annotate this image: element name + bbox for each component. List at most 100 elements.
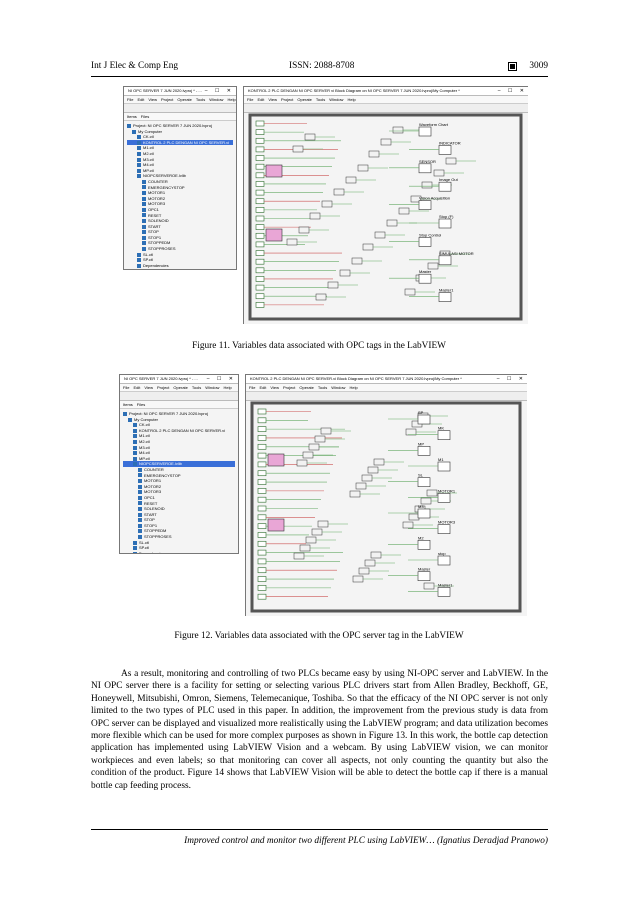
tree-item[interactable]: M3.ctl (123, 445, 235, 451)
tab-items[interactable]: Items (123, 402, 133, 407)
tree-item[interactable]: MP.ctl (123, 456, 235, 462)
tree-item[interactable]: My Computer (123, 417, 235, 423)
tree-item[interactable]: Dependencies (123, 551, 235, 553)
tree-item[interactable]: STOP (127, 229, 233, 235)
window-controls-icon[interactable]: – ☐ ✕ (206, 376, 236, 382)
tree-item[interactable]: KONTROL 2 PLC DENGAN NI OPC SERVER.vi (123, 428, 235, 434)
tree-item[interactable]: OPC1 (123, 495, 235, 501)
menu-operate[interactable]: Operate (299, 385, 314, 390)
menu-window[interactable]: Window (329, 97, 344, 102)
tree-item[interactable]: MOTOR2 (123, 484, 235, 490)
tree-item[interactable]: START (123, 512, 235, 518)
tree-item[interactable]: M4.ctl (127, 162, 233, 168)
tree-item[interactable]: Dependencies (127, 263, 233, 269)
tree-item[interactable]: M3.ctl (127, 157, 233, 163)
tree-item[interactable]: STOP1 (123, 523, 235, 529)
tree-item[interactable]: OPC1 (127, 207, 233, 213)
terminal-block (257, 408, 267, 415)
menu-project[interactable]: Project (160, 97, 174, 102)
tab-items[interactable]: Items (127, 114, 137, 119)
menu-file[interactable]: File (249, 385, 256, 390)
menu-edit[interactable]: Edit (133, 385, 141, 390)
menu-view[interactable]: View (268, 97, 277, 102)
tree-item[interactable]: RESET (123, 501, 235, 507)
menu-project[interactable]: Project (156, 385, 170, 390)
tree-item[interactable]: My Computer (127, 129, 233, 135)
tree-item[interactable]: NIOPCSERVEROE.lvlib (123, 461, 235, 467)
menu-project[interactable]: Project (280, 97, 294, 102)
menu-tools[interactable]: Tools (191, 385, 202, 390)
tree-item[interactable]: STOPPEDM (123, 528, 235, 534)
window-controls-icon[interactable]: – ☐ ✕ (204, 88, 234, 94)
tree-item[interactable]: MOTOR3 (127, 201, 233, 207)
tree-item[interactable]: MOTOR3 (123, 489, 235, 495)
menu-operate[interactable]: Operate (177, 97, 192, 102)
tree-item[interactable]: M2.ctl (127, 151, 233, 157)
menu-view[interactable]: View (144, 385, 153, 390)
menu-tools[interactable]: Tools (317, 385, 328, 390)
menu-view[interactable]: View (148, 97, 157, 102)
tree-item[interactable]: CK.ctl (127, 134, 233, 140)
menu-edit[interactable]: Edit (257, 97, 265, 102)
tree-item[interactable]: M4.ctl (123, 450, 235, 456)
tree-item[interactable]: MP.ctl (127, 168, 233, 174)
tree-item[interactable]: SOLENOID (123, 506, 235, 512)
tree-item[interactable]: RESET (127, 213, 233, 219)
menu-edit[interactable]: Edit (137, 97, 145, 102)
menu-file[interactable]: File (127, 97, 134, 102)
menu-help[interactable]: Help (223, 385, 232, 390)
tree-item[interactable]: SOLENOID (127, 218, 233, 224)
tree-item[interactable]: STOP (123, 517, 235, 523)
tree-item-label: STOPPEDM (144, 528, 167, 534)
tree-item[interactable]: Project: NI OPC SERVER 7 JUN 2020.lvproj (127, 123, 233, 129)
tree-item[interactable]: EMERGENCYSTOP (127, 185, 233, 191)
tree-item[interactable]: START (127, 224, 233, 230)
window-controls-icon[interactable]: – ☐ ✕ (496, 376, 526, 382)
tree-item[interactable]: EMERGENCYSTOP (123, 473, 235, 479)
window-controls-icon[interactable]: – ☐ ✕ (497, 88, 527, 94)
tree-item[interactable]: CK.ctl (123, 422, 235, 428)
issn: ISSN: 2088-8708 (289, 61, 355, 71)
menu-window[interactable]: Window (205, 385, 220, 390)
menu-edit[interactable]: Edit (259, 385, 267, 390)
file-icon (138, 484, 142, 489)
tree-item[interactable]: STOPPEDM (127, 240, 233, 246)
menu-help[interactable]: Help (227, 97, 236, 102)
menu-file[interactable]: File (247, 97, 254, 102)
tree-item[interactable]: COUNTER (127, 179, 233, 185)
tree-item[interactable]: SL.ctl (123, 540, 235, 546)
tree-item[interactable]: Project: NI OPC SERVER 7 JUN 2020.lvproj (123, 411, 235, 417)
tree-item[interactable]: Build Specifications (127, 268, 233, 269)
tree-item[interactable]: MOTOR2 (127, 196, 233, 202)
menu-window[interactable]: Window (331, 385, 346, 390)
menu-window[interactable]: Window (209, 97, 224, 102)
menu-operate[interactable]: Operate (297, 97, 312, 102)
tree-item[interactable]: SP.ctl (127, 257, 233, 263)
function-block (333, 188, 345, 196)
tree-item[interactable]: STOP1 (127, 235, 233, 241)
tree-item[interactable]: KONTROL 2 PLC DENGAN NI OPC SERVER.vi (127, 139, 233, 146)
tree-item[interactable]: SP.ctl (123, 545, 235, 551)
tree-item[interactable]: MOTOR1 (123, 478, 235, 484)
menu-tools[interactable]: Tools (195, 97, 206, 102)
tree-item[interactable]: M1.ctl (127, 145, 233, 151)
tree-item[interactable]: STOPPROSES (127, 246, 233, 252)
tab-files[interactable]: Files (140, 114, 150, 119)
tree-item[interactable]: SL.ctl (127, 252, 233, 258)
menu-project[interactable]: Project (282, 385, 296, 390)
menu-file[interactable]: File (123, 385, 130, 390)
menu-view[interactable]: View (270, 385, 279, 390)
menu-help[interactable]: Help (347, 97, 356, 102)
tree-item[interactable]: M2.ctl (123, 439, 235, 445)
terminal-block (255, 120, 265, 127)
menu-tools[interactable]: Tools (315, 97, 326, 102)
file-icon (142, 196, 146, 201)
menu-help[interactable]: Help (349, 385, 358, 390)
tree-item[interactable]: M1.ctl (123, 433, 235, 439)
menu-operate[interactable]: Operate (173, 385, 188, 390)
tree-item[interactable]: MOTOR1 (127, 190, 233, 196)
tree-item[interactable]: COUNTER (123, 467, 235, 473)
tab-files[interactable]: Files (136, 402, 146, 407)
tree-item[interactable]: STOPPROSES (123, 534, 235, 540)
tree-item[interactable]: NIOPCSERVEROE.lvlib (127, 173, 233, 179)
